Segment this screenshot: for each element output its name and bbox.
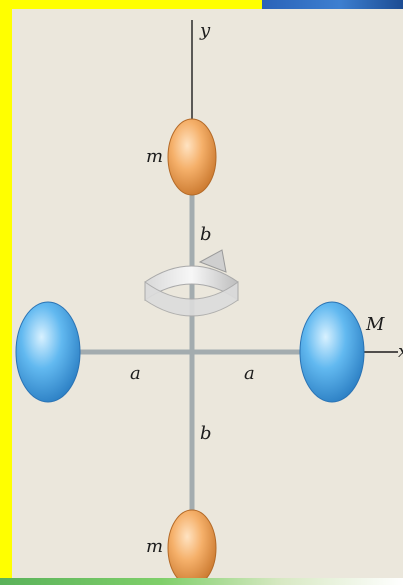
mass-bottom-label: m [146, 536, 164, 557]
large-mass-left [15, 301, 81, 403]
small-mass-top [167, 118, 217, 196]
distance-left-label: a [130, 363, 141, 384]
distance-right-label: a [244, 363, 255, 384]
diagram-panel [12, 9, 403, 578]
x-axis-label: x [398, 343, 403, 361]
y-axis-label: y [200, 20, 211, 41]
large-mass-right [299, 301, 365, 403]
bottom-strip [0, 578, 403, 585]
mass-top-label: m [146, 146, 164, 167]
distance-top-label: b [200, 224, 212, 245]
mass-right-label: M [366, 314, 385, 335]
small-mass-bottom [167, 509, 217, 585]
rotation-arrow-icon [144, 249, 239, 317]
distance-bottom-label: b [200, 423, 212, 444]
